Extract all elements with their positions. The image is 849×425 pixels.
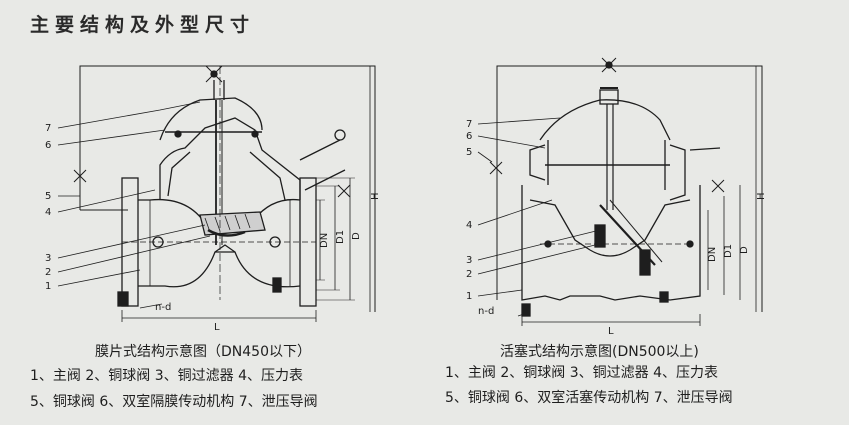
callout-3: 3 [45, 253, 51, 264]
callout-7: 7 [45, 123, 51, 134]
callout-2: 2 [45, 267, 51, 278]
dim-label-d1: D1 [335, 230, 346, 244]
callout-4: 4 [45, 207, 51, 218]
dim-label-d1: D1 [723, 244, 734, 258]
diaphragm-valve-drawing [57, 65, 376, 322]
dim-label-nd: n-d [478, 306, 494, 317]
dim-label-l: L [214, 322, 220, 333]
right-caption: 活塞式结构示意图(DN500以上) [500, 344, 699, 360]
page-title: 主要结构及外型尺寸 [30, 14, 256, 36]
left-legend-line2: 5、铜球阀 6、双室隔膜传动机构 7、泄压导阀 [30, 394, 318, 410]
right-legend-line1: 1、主阀 2、铜球阀 3、铜过滤器 4、压力表 [445, 365, 718, 381]
left-caption: 膜片式结构示意图（DN450以下） [95, 344, 311, 360]
dim-label-h: H [370, 192, 381, 200]
callout-4: 4 [466, 220, 472, 231]
callout-1: 1 [45, 281, 51, 292]
piston-valve-drawing [477, 57, 763, 326]
dim-label-d: D [351, 232, 362, 240]
dim-label-dn: DN [707, 247, 718, 262]
callout-5: 5 [466, 147, 472, 158]
callout-6: 6 [466, 131, 472, 142]
dim-label-h: H [756, 192, 767, 200]
callout-2: 2 [466, 269, 472, 280]
diaphragm-callouts: 7 6 5 4 3 2 1 L n-d DN D1 D H [45, 123, 381, 333]
dim-label-dn: DN [319, 233, 330, 248]
piston-callouts: 7 6 5 4 3 2 1 L n-d DN D1 D H [466, 119, 767, 337]
dim-label-l: L [608, 326, 614, 337]
right-legend-line2: 5、铜球阀 6、双室活塞传动机构 7、泄压导阀 [445, 390, 733, 406]
callout-1: 1 [466, 291, 472, 302]
dim-label-d: D [739, 246, 750, 254]
callout-3: 3 [466, 255, 472, 266]
callout-6: 6 [45, 140, 51, 151]
left-legend-line1: 1、主阀 2、铜球阀 3、铜过滤器 4、压力表 [30, 368, 303, 384]
dim-label-nd: n-d [155, 302, 171, 313]
callout-7: 7 [466, 119, 472, 130]
callout-5: 5 [45, 191, 51, 202]
